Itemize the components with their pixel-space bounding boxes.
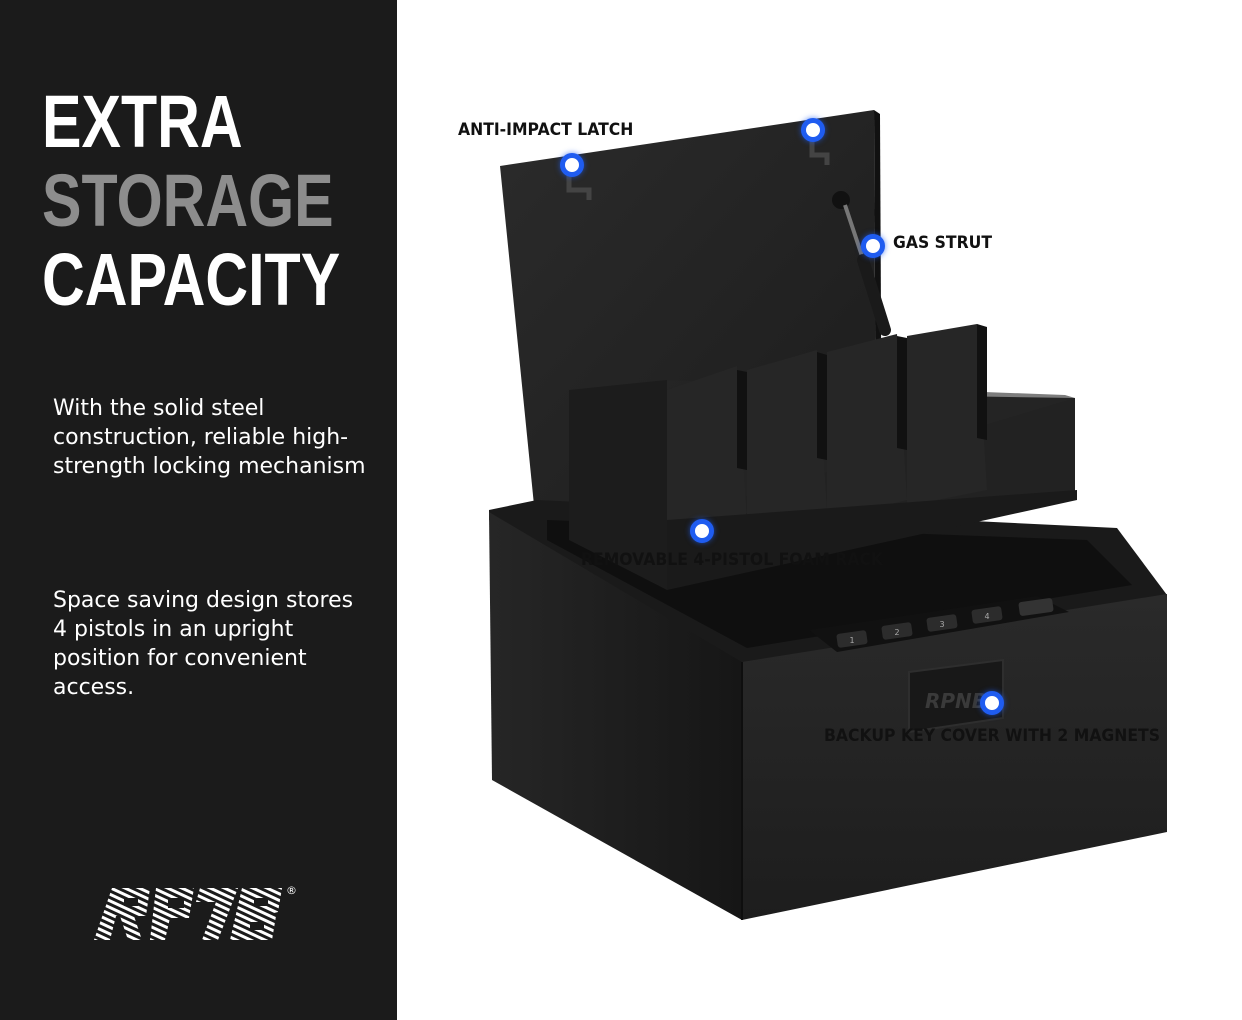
headline-line-1: EXTRA xyxy=(42,80,243,163)
headline-line-2: STORAGE xyxy=(42,159,334,242)
key-cover-logo: RPNB xyxy=(925,689,987,713)
callout-anti-impact-latch: ANTI-IMPACT LATCH xyxy=(458,120,634,140)
keypad-key-3[interactable] xyxy=(926,614,958,632)
keypad-key-1[interactable] xyxy=(836,630,868,648)
description-construction: With the solid steel construction, relia… xyxy=(53,396,366,479)
keypad-key-label-1: 1 xyxy=(849,636,854,645)
gas-strut xyxy=(832,191,891,336)
foam-rack-marker xyxy=(690,519,714,543)
safe-left-side xyxy=(489,512,742,920)
callout-foam-rack: REMOVABLE 4-PISTOL FOAM RACK xyxy=(581,550,884,570)
keypad-key-label-3: 3 xyxy=(939,620,944,629)
backup-key-cover: RPNB xyxy=(908,658,1004,734)
keypad-key-label-4: 4 xyxy=(984,612,989,621)
latch-hook-right xyxy=(809,135,830,165)
headline-line-3: CAPACITY xyxy=(42,238,341,321)
latch-hook-left xyxy=(566,172,592,200)
headline: EXTRA STORAGE CAPACITY xyxy=(42,82,340,319)
product-scene: 1 2 3 4 RPNB ANTI-IM xyxy=(397,0,1242,1020)
description-storage: Space saving design stores 4 pistols in … xyxy=(53,588,354,700)
brand-logo: ® xyxy=(94,884,297,940)
keypad-key-2[interactable] xyxy=(881,622,913,640)
callout-backup-key-cover: BACKUP KEY COVER WITH 2 MAGNETS xyxy=(824,726,1160,746)
key-cover-marker xyxy=(980,691,1004,715)
fingerprint-sensor xyxy=(1018,598,1054,616)
keypad-key-label-2: 2 xyxy=(894,628,899,637)
left-panel: EXTRA STORAGE CAPACITY With the solid st… xyxy=(0,0,397,1020)
keypad: 1 2 3 4 xyxy=(809,596,1069,652)
latch-left-marker xyxy=(560,153,584,177)
foam-rack xyxy=(569,324,1077,590)
safe-illustration: 1 2 3 4 RPNB xyxy=(489,110,1167,920)
gas-strut-marker xyxy=(861,234,885,258)
callout-gas-strut: GAS STRUT xyxy=(893,233,993,253)
safe-front xyxy=(742,594,1167,920)
latch-right-marker xyxy=(801,118,825,142)
registered-mark: ® xyxy=(286,884,297,897)
keypad-key-4[interactable] xyxy=(971,606,1003,624)
